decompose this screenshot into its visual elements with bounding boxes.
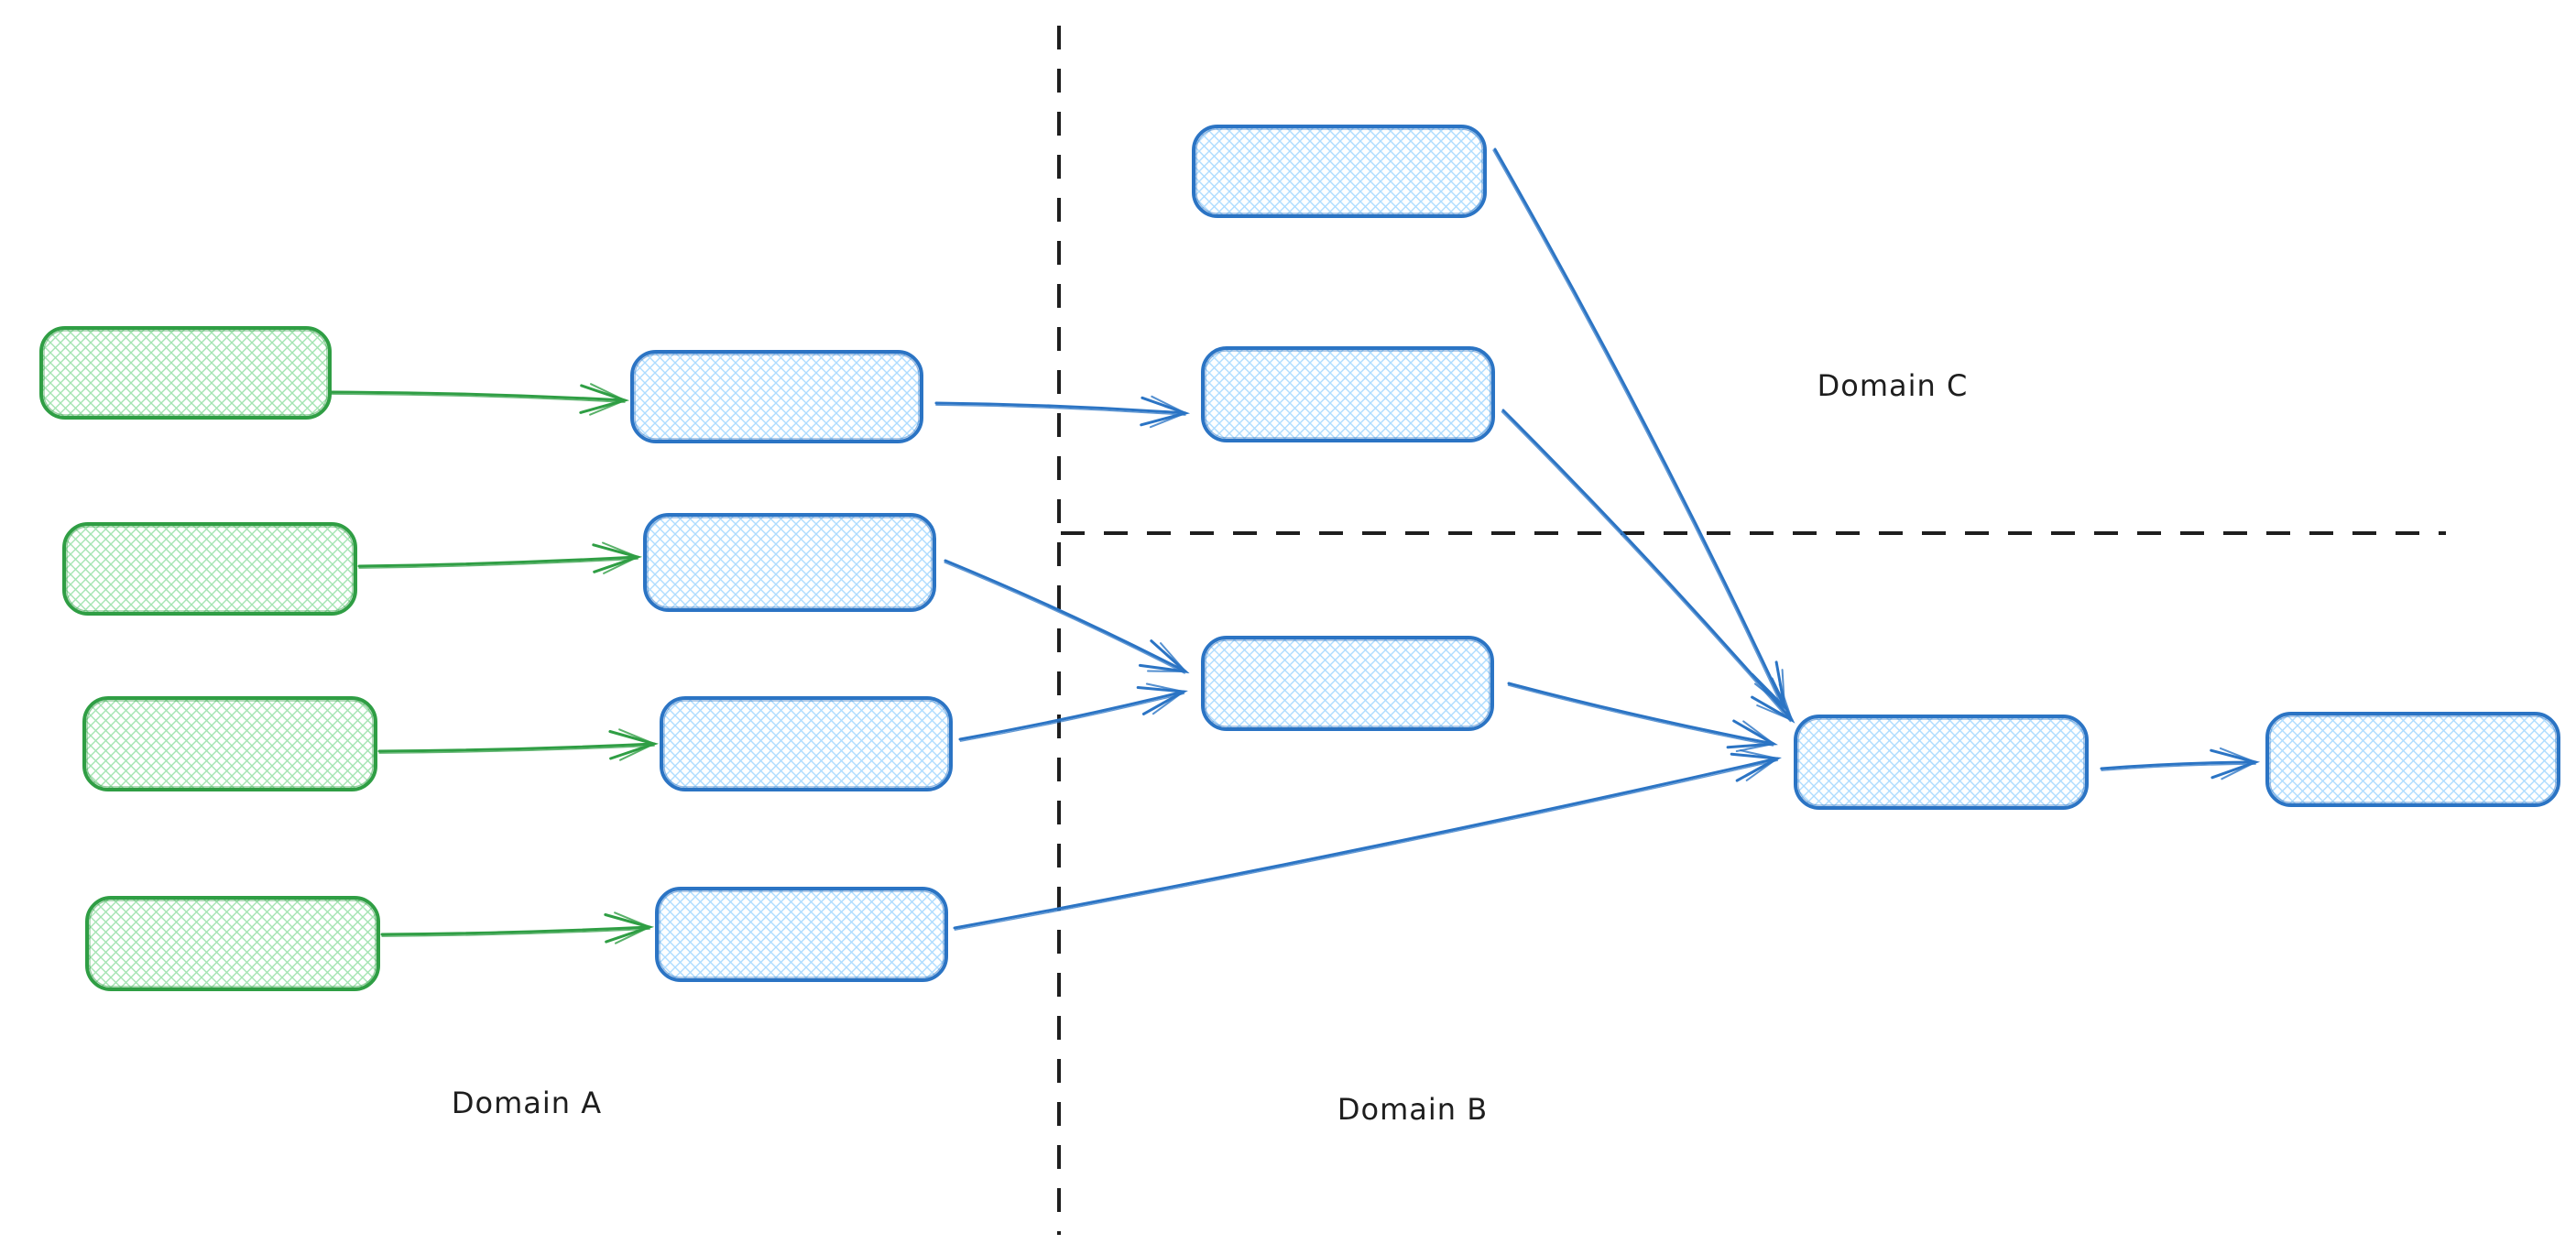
node-domain-c-box-1-shape [1192, 125, 1487, 218]
node-stage-a3 [660, 696, 953, 791]
node-output-box-shape [2265, 712, 2560, 807]
arrow-a2-b-shaft-sketch [944, 562, 1185, 674]
arrow-a4-hub-shaft [953, 757, 1779, 930]
node-output-box-sketch-stroke [2269, 715, 2557, 803]
arrow-a1-c2-arrowhead [1149, 395, 1188, 429]
node-stage-a3-sketch-stroke [663, 700, 949, 788]
arrow-input3-a3-shaft [377, 742, 656, 753]
arrow-c2-hub-shaft-sketch [1501, 410, 1792, 723]
arrow-hub-out [2100, 747, 2261, 780]
node-input-2-shape [62, 522, 357, 616]
node-domain-c-box-2 [1201, 346, 1495, 442]
arrow-input4-a4-shaft-sketch [381, 928, 650, 937]
arrow-a4-hub [953, 749, 1782, 931]
arrow-input3-a3-arrowhead [618, 728, 657, 761]
arrow-input2-a2 [357, 541, 643, 574]
arrow-hub-out-arrowhead [2219, 747, 2258, 780]
arrow-input1-a1 [330, 383, 630, 416]
arrow-a1-c2-shaft-sketch [935, 404, 1186, 416]
arrow-b-hub-arrowhead [1735, 720, 1776, 752]
arrow-a1-c2 [934, 395, 1191, 429]
arrow-a2-b [944, 559, 1190, 674]
node-input-2-sketch-stroke [66, 526, 354, 612]
node-stage-a4-shape [655, 887, 948, 982]
node-domain-c-box-1-sketch-stroke [1195, 128, 1483, 214]
node-stage-a2-sketch-stroke [647, 517, 933, 608]
node-input-4-sketch-stroke [89, 900, 377, 988]
node-output-box [2265, 712, 2560, 807]
arrow-a3-b [958, 682, 1188, 742]
arrow-c2-hub [1501, 409, 1796, 724]
arrow-a1-c2-shaft [934, 401, 1187, 415]
arrow-a4-hub-arrowhead [1740, 749, 1780, 781]
node-stage-a2-shape [643, 513, 936, 612]
node-input-1-sketch-stroke [43, 330, 328, 416]
node-domain-c-box-2-shape [1201, 346, 1495, 442]
node-input-3-sketch-stroke [86, 700, 374, 788]
arrow-a3-b-shaft [958, 690, 1185, 741]
arrow-input4-a4 [380, 911, 655, 944]
arrow-hub-out-shaft-sketch [2101, 763, 2256, 771]
node-stage-a4-sketch-stroke [659, 890, 944, 978]
arrow-input3-a3-shaft-sketch [378, 745, 655, 754]
domain-label-1: Domain B [1337, 1092, 1488, 1127]
arrow-a2-b-shaft [944, 559, 1187, 673]
arrow-hub-out-shaft [2100, 760, 2257, 770]
domain-label-2: Domain C [1817, 368, 1969, 403]
diagram-arrows [330, 147, 2261, 944]
node-hub-box-shape [1794, 715, 2089, 810]
node-input-2 [62, 522, 357, 616]
arrow-input1-a1-shaft [330, 390, 627, 402]
node-stage-a1-sketch-stroke [634, 354, 920, 440]
arrow-input2-a2-arrowhead [602, 541, 640, 574]
arrow-b-hub-shaft [1507, 682, 1775, 746]
arrow-input1-a1-shaft-sketch [331, 393, 626, 403]
node-stage-a2 [643, 513, 936, 612]
node-domain-b-box-shape [1201, 636, 1494, 731]
arrow-a3-b-shaft-sketch [959, 693, 1185, 742]
arrow-b-hub-shaft-sketch [1507, 684, 1774, 747]
node-stage-a1-shape [630, 350, 923, 443]
arrow-c2-hub-arrowhead [1756, 683, 1794, 722]
arrow-a3-b-arrowhead [1145, 682, 1186, 715]
node-input-1 [39, 326, 332, 420]
arrow-input2-a2-shaft [357, 555, 639, 568]
arrow-input1-a1-arrowhead [589, 383, 628, 416]
arrow-c1-hub-shaft [1493, 147, 1786, 709]
arrow-a4-hub-shaft-sketch [954, 759, 1779, 931]
node-domain-c-box-2-sketch-stroke [1205, 350, 1491, 439]
arrow-input2-a2-shaft-sketch [358, 558, 639, 569]
node-domain-b-box [1201, 636, 1494, 731]
node-input-4-shape [85, 896, 380, 991]
node-domain-c-box-1 [1192, 125, 1487, 218]
node-input-3 [82, 696, 377, 791]
node-hub-box-sketch-stroke [1797, 718, 2085, 806]
node-stage-a3-shape [660, 696, 953, 791]
domain-label-0: Domain A [452, 1086, 602, 1120]
arrow-c1-hub-shaft-sketch [1492, 149, 1784, 709]
domain-dividers [1057, 26, 2446, 1235]
node-input-1-shape [39, 326, 332, 420]
arrow-input4-a4-arrowhead [614, 911, 652, 944]
domain-labels: Domain A Domain B Domain C [452, 368, 1969, 1127]
arrow-b-hub [1507, 682, 1778, 752]
node-hub-box [1794, 715, 2089, 810]
arrow-input4-a4-shaft [380, 925, 651, 936]
arrow-a2-b-arrowhead [1147, 642, 1188, 673]
arrow-input3-a3 [377, 728, 660, 761]
node-input-4 [85, 896, 380, 991]
diagram-nodes [39, 125, 2560, 991]
node-input-3-shape [82, 696, 377, 791]
node-stage-a1 [630, 350, 923, 443]
node-stage-a4 [655, 887, 948, 982]
arrow-c2-hub-shaft [1501, 409, 1794, 722]
node-domain-b-box-sketch-stroke [1205, 639, 1490, 727]
